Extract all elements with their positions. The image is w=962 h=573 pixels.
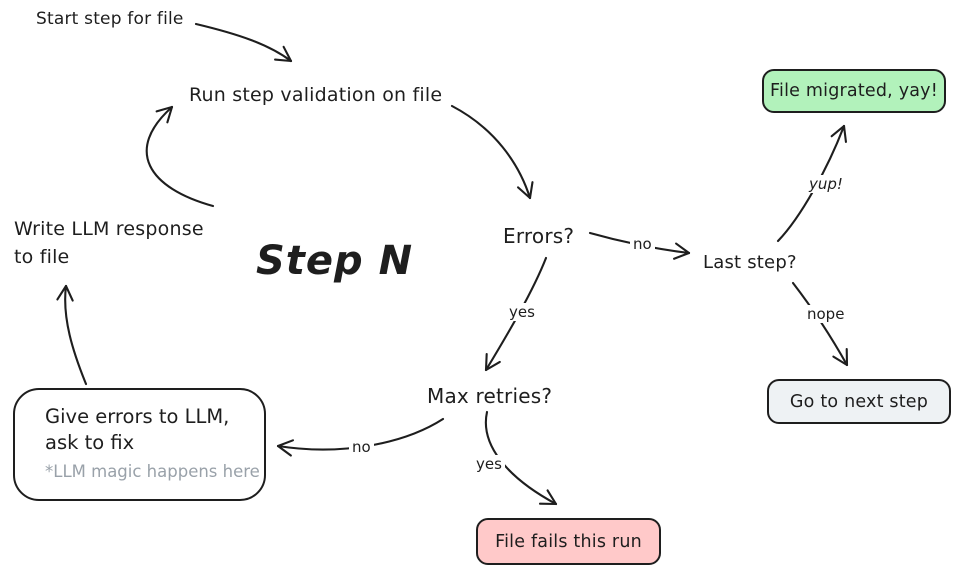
node-file-fails: File fails this run <box>476 518 661 565</box>
arrow-run-to-errors <box>450 104 532 200</box>
node-give-errors-line2: ask to fix <box>45 430 135 454</box>
arrow-last-step-to-next-step <box>791 281 849 367</box>
node-go-next-step-label: Go to next step <box>789 391 929 412</box>
edge-label-yes-fail: yes <box>473 455 505 473</box>
node-write-response-line2: to file <box>14 245 70 268</box>
node-start-step: Start step for file <box>36 9 184 29</box>
node-go-next-step: Go to next step <box>767 379 951 424</box>
node-max-retries: Max retries? <box>427 384 553 408</box>
arrow-last-step-to-migrated-head <box>830 124 846 138</box>
arrow-errors-to-max-retries-head <box>484 352 488 372</box>
node-write-response-line1: Write LLM response <box>14 218 204 240</box>
edge-label-yes-max-retries: yes <box>506 303 538 321</box>
edge-label-nope: nope <box>804 305 848 323</box>
edge-label-no-last-step: no <box>630 235 655 253</box>
arrow-errors-to-last-step-head <box>675 242 691 255</box>
node-file-fails-label: File fails this run <box>495 531 642 552</box>
arrow-write-response-to-run-head <box>166 105 174 124</box>
edge-label-yup: yup! <box>806 175 846 193</box>
arrow-max-retries-to-llm-head <box>276 439 295 448</box>
arrow-llm-to-write-response-head <box>64 284 74 302</box>
arrow-run-to-errors-head <box>516 186 532 200</box>
arrow-llm-to-write-response <box>64 284 88 386</box>
node-give-errors-llm: Give errors to LLM, ask to fix *LLM magi… <box>13 388 266 501</box>
diagram-title: Step N <box>256 238 414 284</box>
node-file-migrated-label: File migrated, yay! <box>770 81 938 101</box>
arrow-errors-to-last-step-head <box>673 251 691 260</box>
node-write-response: Write LLM response to file <box>14 216 204 271</box>
arrow-write-response-to-run-head <box>155 105 174 113</box>
node-give-errors-line1: Give errors to LLM, <box>45 405 230 428</box>
arrow-max-retries-to-llm-head <box>276 444 292 457</box>
node-give-errors-note: *LLM magic happens here <box>45 462 260 482</box>
arrow-last-step-to-next-step-head <box>832 355 849 367</box>
node-run-validation: Run step validation on file <box>189 84 443 106</box>
node-file-migrated: File migrated, yay! <box>762 69 946 113</box>
arrow-last-step-to-migrated-head <box>842 124 847 143</box>
arrow-errors-to-max-retries-head <box>484 360 501 372</box>
node-last-step: Last step? <box>703 252 797 273</box>
arrow-write-response-to-run <box>145 105 215 208</box>
arrow-max-retries-to-fail-head <box>546 489 558 506</box>
arrow-start-to-run-head <box>274 58 293 63</box>
node-errors: Errors? <box>503 224 575 248</box>
arrow-start-to-run-head <box>282 45 293 63</box>
arrow-run-to-errors-head <box>528 181 534 200</box>
edge-label-no-llm: no <box>349 438 374 456</box>
arrow-start-to-run <box>194 22 293 63</box>
arrow-llm-to-write-response-head <box>56 284 68 301</box>
